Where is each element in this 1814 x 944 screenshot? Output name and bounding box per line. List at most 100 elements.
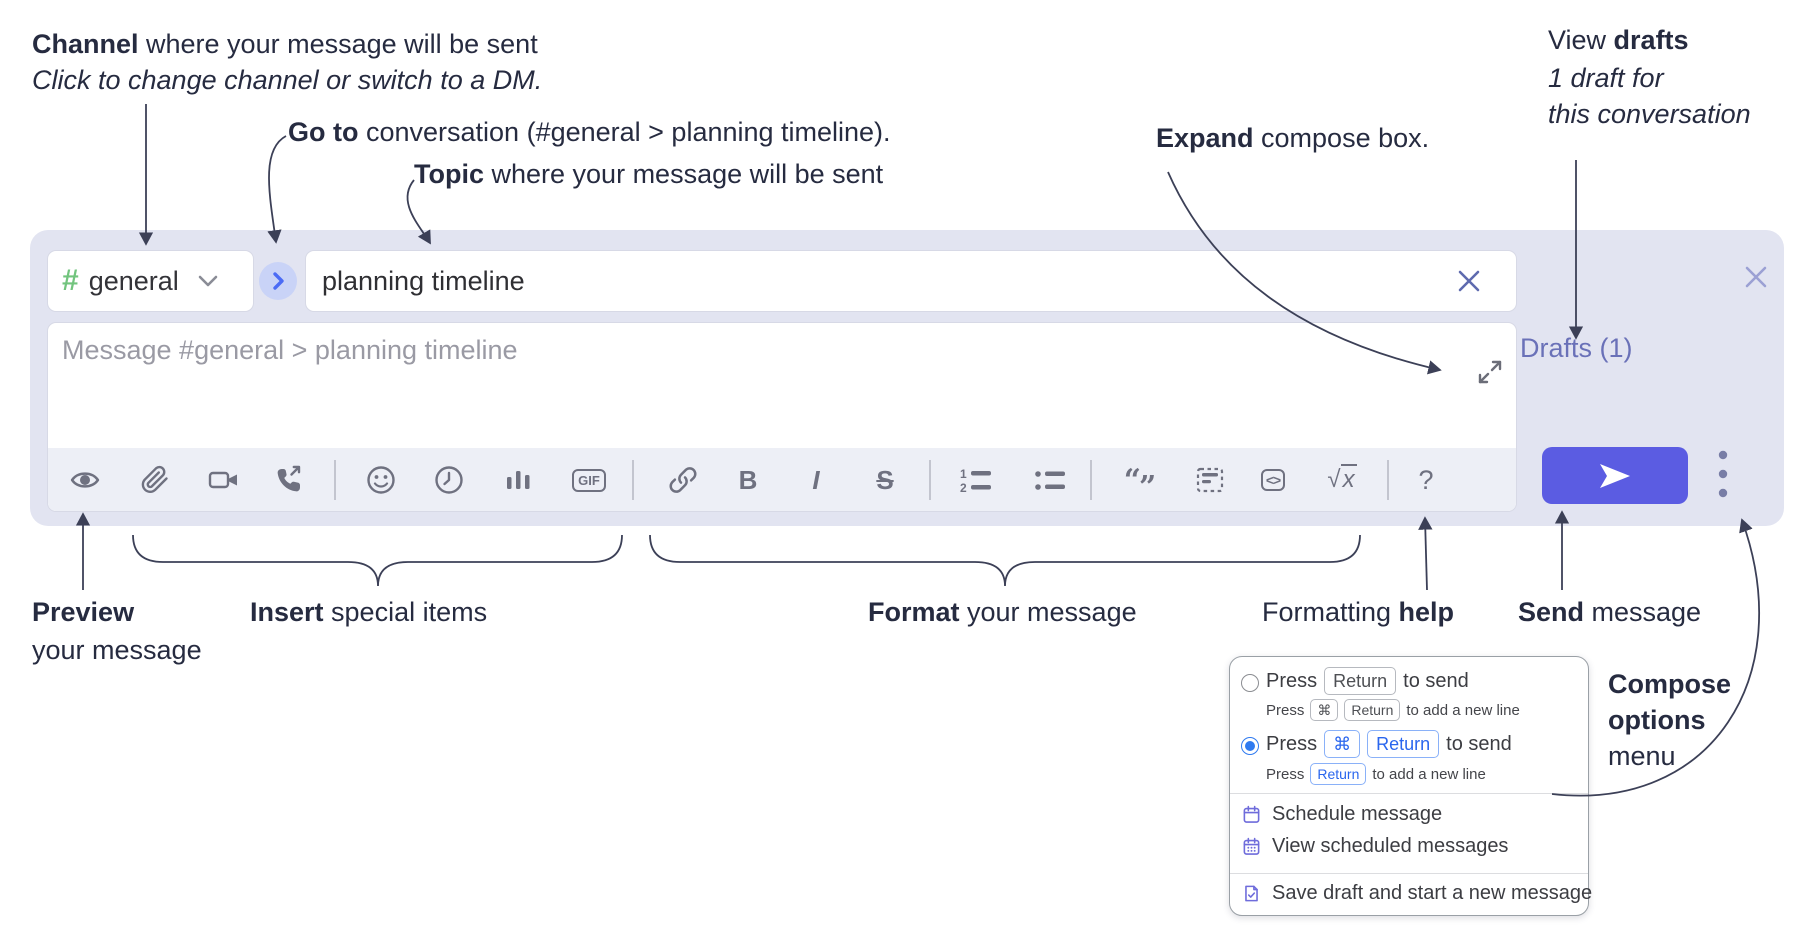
italic-button[interactable]: I	[799, 463, 833, 497]
voice-call-button[interactable]	[272, 463, 306, 497]
insert-brace	[132, 534, 623, 587]
annotation-preview: Preview	[32, 597, 135, 627]
preview-button[interactable]	[68, 463, 102, 497]
annotation-formatting-help: Formatting help	[1262, 597, 1455, 627]
channel-name: general	[88, 265, 179, 296]
channel-selector[interactable]: # general	[47, 250, 254, 312]
compose-toolbar	[48, 448, 1516, 511]
numbered-list-button[interactable]: 1 2	[956, 463, 996, 497]
menu-divider	[1230, 873, 1588, 874]
annotation-channel-sub: Click to change channel or switch to a D…	[32, 65, 543, 95]
close-icon	[1745, 266, 1767, 288]
italic-icon: I	[812, 464, 820, 495]
gif-icon: GIF	[572, 468, 606, 492]
annotation-format: Format your message	[868, 597, 1137, 627]
toolbar-separator	[1387, 460, 1389, 500]
annotation-compose-options-1: Compose	[1608, 669, 1732, 699]
cmd-key: ⌘	[1324, 730, 1361, 758]
chevron-right-icon	[273, 272, 284, 290]
quote-button[interactable]: “”	[1117, 462, 1161, 505]
bold-button[interactable]: B	[731, 463, 765, 497]
toolbar-separator	[929, 460, 931, 500]
vertical-ellipsis-icon	[1718, 450, 1728, 498]
expand-icon	[1478, 360, 1502, 384]
topic-input[interactable]	[322, 251, 1462, 311]
clear-topic-button[interactable]	[1456, 268, 1482, 297]
poll-button[interactable]	[501, 463, 535, 497]
annotation-insert: Insert special items	[250, 597, 488, 627]
code-icon: <>	[1260, 469, 1286, 491]
send-button[interactable]	[1542, 447, 1688, 504]
annotation-expand: Expand compose box.	[1156, 123, 1430, 153]
menu-divider	[1230, 793, 1588, 794]
calendar-icon	[1243, 805, 1260, 823]
goto-arrow	[267, 135, 287, 244]
radio-return-to-send[interactable]	[1241, 674, 1259, 692]
strikethrough-button[interactable]: S	[868, 463, 902, 497]
return-key: Return	[1324, 667, 1397, 695]
message-input[interactable]	[60, 333, 1464, 443]
clock-icon	[435, 466, 463, 494]
drafts-link[interactable]: Drafts (1)	[1520, 333, 1633, 363]
bold-icon: B	[738, 464, 758, 495]
annotation-drafts-line2: 1 draft for	[1548, 63, 1664, 93]
paperclip-icon	[141, 465, 168, 493]
calendar-grid-icon	[1243, 837, 1260, 855]
video-camera-icon	[208, 471, 237, 489]
spoiler-button[interactable]	[1193, 463, 1227, 497]
toolbar-separator	[632, 460, 634, 500]
compose-options-button[interactable]	[1710, 446, 1736, 505]
svg-text:2: 2	[960, 481, 967, 495]
return-key: Return	[1310, 763, 1367, 785]
draft-check-icon	[1245, 885, 1258, 902]
close-compose-button[interactable]	[1742, 263, 1770, 294]
clear-icon	[1458, 270, 1480, 292]
bulleted-list-button[interactable]	[1030, 463, 1070, 497]
send-icon	[1600, 463, 1630, 488]
link-icon	[669, 467, 697, 493]
cmd-key: ⌘	[1310, 699, 1339, 721]
radio-cmd-return-to-send[interactable]	[1241, 737, 1259, 755]
quote-icon: “”	[1123, 462, 1157, 505]
bar-chart-icon	[507, 471, 530, 489]
link-button[interactable]	[666, 463, 700, 497]
svg-text:1: 1	[960, 467, 967, 481]
annotation-channel: Channel where your message will be sent	[32, 29, 538, 59]
math-button[interactable]: √x	[1320, 463, 1364, 497]
math-icon: √x	[1327, 464, 1357, 493]
format-brace	[649, 534, 1361, 587]
go-to-conversation-button[interactable]	[259, 262, 297, 300]
formatting-help-button[interactable]: ?	[1409, 463, 1443, 497]
spoiler-icon	[1196, 467, 1224, 493]
chevron-down-icon	[198, 275, 218, 287]
strikethrough-icon: S	[876, 464, 894, 495]
question-mark-icon: ?	[1418, 464, 1434, 495]
expand-compose-button[interactable]	[1476, 358, 1504, 389]
annotation-compose-options-3: menu	[1608, 741, 1676, 771]
annotation-compose-options-2: options	[1608, 705, 1706, 735]
emoji-button[interactable]	[364, 463, 398, 497]
attach-file-button[interactable]	[138, 463, 172, 497]
menu-item-save-draft[interactable]: Save draft and start a new message	[1242, 882, 1592, 905]
video-call-button[interactable]	[207, 463, 241, 497]
bulleted-list-icon	[1035, 471, 1065, 490]
gif-button[interactable]: GIF	[566, 463, 612, 497]
annotation-topic: Topic where your message will be sent	[414, 159, 884, 189]
time-button[interactable]	[432, 463, 466, 497]
emoji-icon	[367, 466, 395, 494]
annotation-preview-line2: your message	[32, 635, 202, 665]
annotation-view-drafts: View drafts	[1548, 25, 1689, 55]
menu-item-view-scheduled-messages[interactable]: View scheduled messages	[1242, 835, 1508, 858]
code-button[interactable]: <>	[1256, 463, 1290, 497]
topic-input-box	[305, 250, 1517, 312]
toolbar-separator	[334, 460, 336, 500]
annotation-goto: Go to conversation (#general > planning …	[288, 117, 891, 147]
menu-item-schedule-message[interactable]: Schedule message	[1242, 803, 1442, 826]
return-key: Return	[1344, 699, 1401, 721]
formatting-help-arrow	[1418, 516, 1433, 591]
